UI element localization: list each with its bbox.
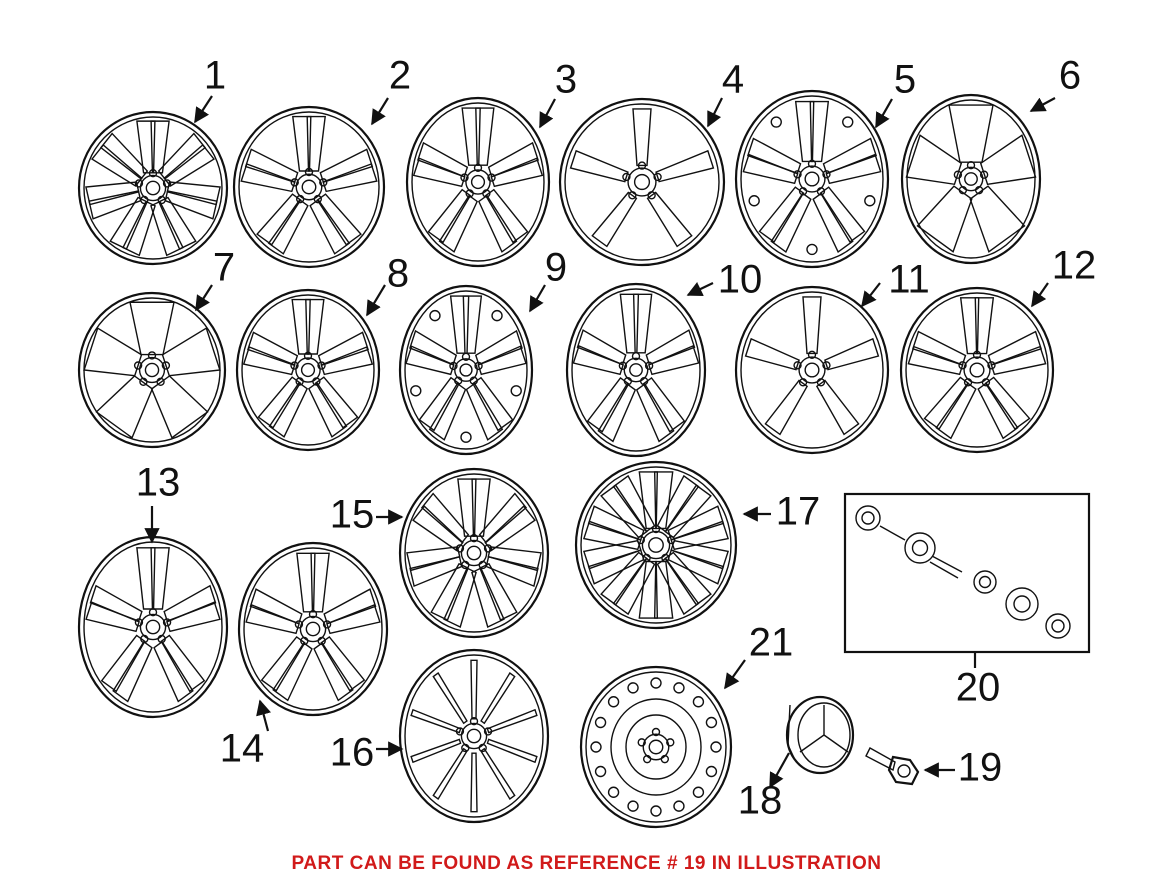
wheel-2 [232, 105, 386, 269]
leader-arrow [861, 282, 881, 308]
callout-13: 13 [136, 461, 181, 505]
callout-6: 6 [1059, 54, 1081, 98]
wheel-15 [398, 467, 550, 639]
wheel-11 [734, 285, 890, 455]
wheel-1 [77, 110, 229, 266]
leader-arrow [256, 699, 272, 732]
wheel-13 [77, 535, 229, 719]
leader-arrow [1029, 97, 1056, 112]
wheel-10 [565, 282, 707, 458]
wheel-12 [899, 286, 1055, 454]
wheel-16 [398, 648, 550, 824]
leader-arrow [1031, 282, 1049, 308]
callout-11: 11 [888, 258, 930, 302]
wheel-4 [558, 97, 726, 267]
leader-arrow [529, 284, 546, 313]
callout-10: 10 [718, 258, 763, 302]
callout-3: 3 [555, 58, 577, 102]
wheel-bolt [865, 747, 920, 786]
leader-arrow [371, 97, 389, 126]
wheel-6 [900, 93, 1042, 265]
wheel-17 [574, 460, 738, 630]
leader-arrow [366, 284, 386, 317]
callout-12: 12 [1052, 244, 1097, 288]
callout-14: 14 [220, 727, 265, 771]
callout-17: 17 [776, 490, 821, 534]
callout-4: 4 [722, 58, 744, 102]
callout-9: 9 [545, 246, 567, 290]
leader-arrow [707, 97, 723, 128]
callout-16: 16 [330, 731, 375, 775]
wheel-3 [405, 96, 551, 268]
wheel-5 [734, 89, 890, 269]
callout-21: 21 [749, 621, 794, 665]
leader-arrow [769, 752, 790, 789]
callout-20: 20 [956, 666, 1001, 710]
callout-18: 18 [738, 779, 783, 823]
callout-7: 7 [213, 246, 235, 290]
wheel-9 [398, 284, 534, 456]
wheel-14 [237, 541, 389, 717]
wheel-8 [235, 288, 381, 452]
leader-arrow [539, 98, 556, 129]
callout-5: 5 [894, 58, 916, 102]
leader-arrow [194, 95, 213, 124]
center-cap [785, 695, 855, 775]
wheel-7 [77, 291, 227, 449]
callout-2: 2 [389, 54, 411, 98]
leader-arrow [195, 284, 213, 312]
leader-arrow [686, 282, 714, 296]
callout-15: 15 [330, 493, 375, 537]
leader-arrow [875, 98, 893, 129]
callout-19: 19 [958, 746, 1003, 790]
callout-1: 1 [204, 54, 226, 98]
callout-8: 8 [387, 252, 409, 296]
reference-note: PART CAN BE FOUND AS REFERENCE # 19 IN I… [291, 853, 882, 874]
wheel-21 [579, 665, 733, 829]
lock-bolt-kit-box [843, 492, 1091, 668]
leader-arrow [724, 659, 746, 690]
